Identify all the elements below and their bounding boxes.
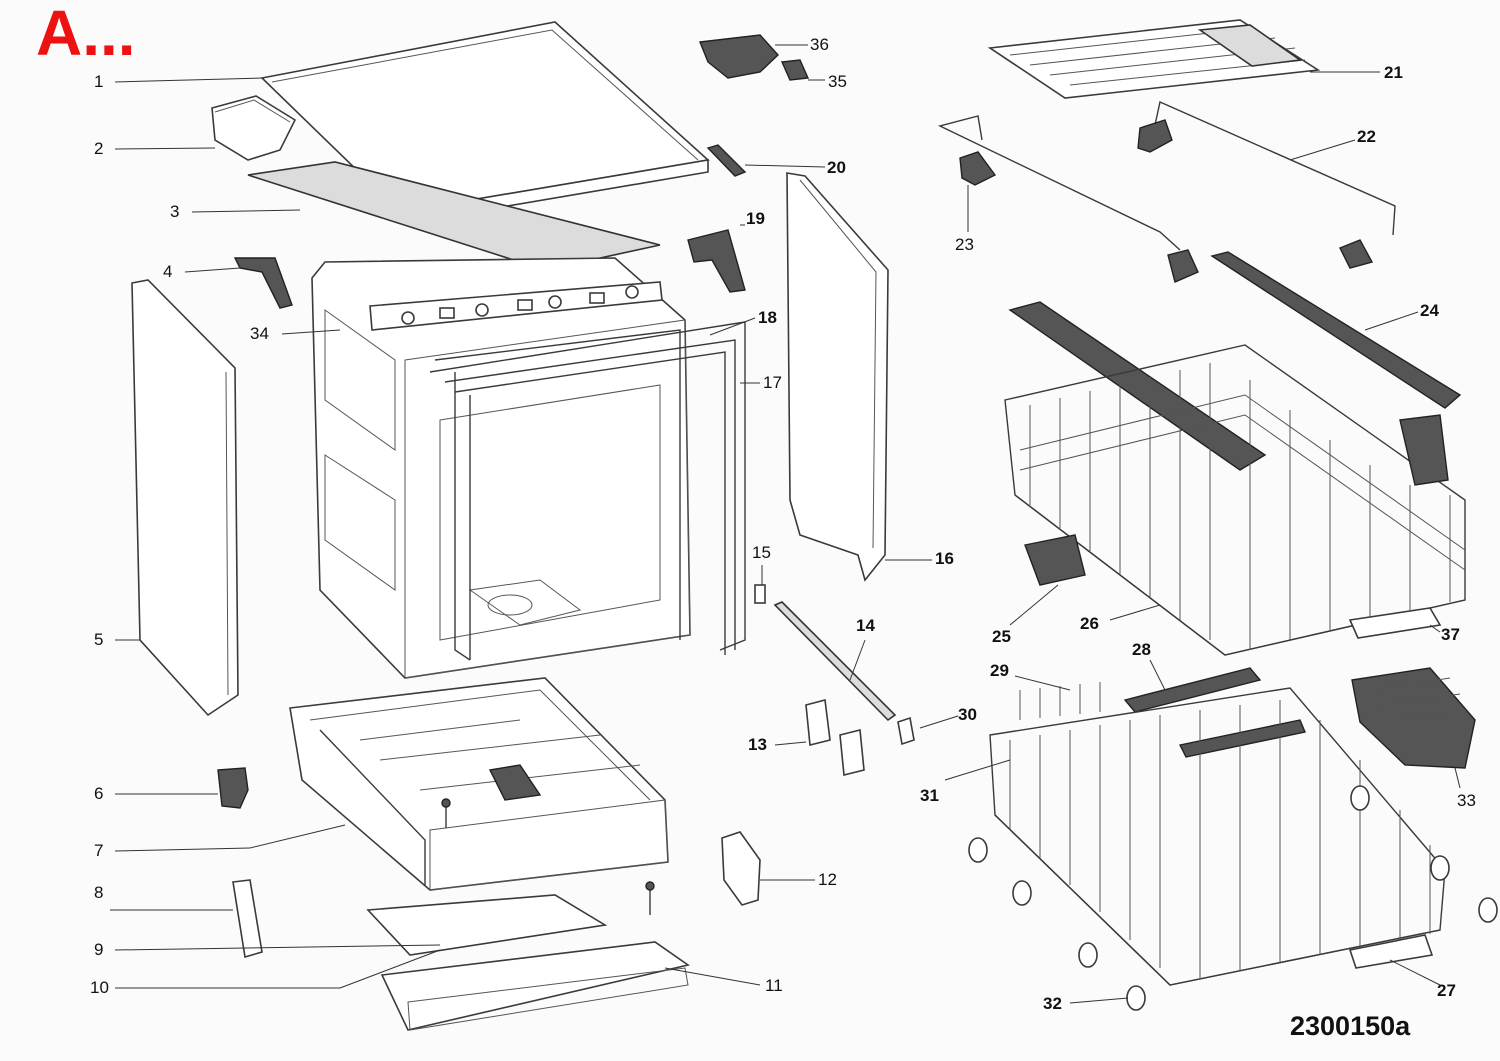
corner-label: A... bbox=[36, 0, 136, 69]
part-rack-rail bbox=[1210, 251, 1462, 409]
callout-15: 15 bbox=[752, 543, 771, 562]
part-wheels bbox=[968, 785, 1498, 1011]
callout-4: 4 bbox=[163, 262, 173, 281]
callout-30: 30 bbox=[958, 705, 977, 724]
callout-26: 26 bbox=[1080, 614, 1099, 633]
callout-18: 18 bbox=[758, 308, 777, 327]
callout-12: 12 bbox=[818, 870, 837, 889]
callout-32: 32 bbox=[1043, 994, 1062, 1013]
callout-17: 17 bbox=[763, 373, 782, 392]
callout-28: 28 bbox=[1132, 640, 1151, 659]
callout-13: 13 bbox=[748, 735, 767, 754]
callout-8: 8 bbox=[94, 883, 104, 902]
callout-29: 29 bbox=[990, 661, 1009, 680]
part-base-frame bbox=[289, 677, 669, 891]
callout-1: 1 bbox=[94, 72, 104, 91]
part-hinge-right bbox=[687, 229, 746, 293]
part-door-panel bbox=[786, 172, 889, 582]
callout-36: 36 bbox=[810, 35, 829, 54]
callout-14: 14 bbox=[856, 616, 875, 635]
callout-27: 27 bbox=[1437, 981, 1456, 1000]
callout-10: 10 bbox=[90, 978, 109, 997]
part-plinth-bracket bbox=[366, 894, 608, 956]
part-lock-clip bbox=[780, 59, 810, 81]
part-lower-basket bbox=[989, 682, 1446, 986]
callout-19: 19 bbox=[746, 209, 765, 228]
part-door-seal bbox=[429, 321, 746, 655]
part-hinge-left bbox=[233, 257, 293, 309]
part-side-panel bbox=[131, 279, 239, 717]
part-seal-strip bbox=[773, 601, 897, 722]
part-cup-shelf bbox=[1123, 667, 1306, 758]
part-door-catch bbox=[706, 144, 747, 177]
part-lower-handle bbox=[1348, 934, 1434, 969]
callout-9: 9 bbox=[94, 940, 104, 959]
callout-11: 11 bbox=[765, 976, 783, 995]
callout-22: 22 bbox=[1357, 127, 1376, 146]
part-basket-clips bbox=[1024, 534, 1086, 586]
leader-lines bbox=[110, 44, 1461, 1004]
part-front-bracket bbox=[211, 95, 297, 161]
callout-31: 31 bbox=[920, 786, 939, 805]
part-upper-basket bbox=[1004, 344, 1466, 656]
callout-7: 7 bbox=[94, 841, 104, 860]
part-clip bbox=[754, 584, 766, 604]
callout-20: 20 bbox=[827, 158, 846, 177]
part-hinge-plates bbox=[805, 698, 865, 777]
part-rail-wire-back bbox=[1154, 101, 1396, 236]
part-rack-rail-left bbox=[1008, 301, 1267, 471]
part-tub-body bbox=[311, 257, 691, 679]
callout-21: 21 bbox=[1384, 63, 1403, 82]
callout-34: 34 bbox=[250, 324, 269, 343]
callout-23: 23 bbox=[955, 235, 974, 254]
callout-6: 6 bbox=[94, 784, 104, 803]
drawing-code: 2300150a bbox=[1290, 1011, 1411, 1041]
part-rail-wire-front bbox=[937, 115, 1181, 251]
callout-25: 25 bbox=[992, 627, 1011, 646]
part-lock-assembly bbox=[699, 34, 779, 79]
callout-2: 2 bbox=[94, 139, 104, 158]
callout-16: 16 bbox=[935, 549, 954, 568]
part-plinth bbox=[380, 941, 690, 1031]
part-cutlery-basket bbox=[1351, 667, 1476, 769]
part-valve bbox=[217, 767, 249, 809]
callout-24: 24 bbox=[1420, 301, 1439, 320]
part-cutlery-tray bbox=[987, 19, 1321, 99]
callout-35: 35 bbox=[828, 72, 847, 91]
part-cover-plate bbox=[232, 879, 263, 959]
part-side-bracket bbox=[721, 831, 761, 906]
callout-33: 33 bbox=[1457, 791, 1476, 810]
part-end-cap bbox=[897, 716, 915, 746]
part-upper-handle bbox=[1348, 607, 1442, 639]
callout-37: 37 bbox=[1441, 625, 1460, 644]
part-insulation-sheet bbox=[247, 161, 661, 271]
callout-5: 5 bbox=[94, 630, 104, 649]
callout-3: 3 bbox=[170, 202, 180, 221]
part-rail-clips bbox=[959, 119, 1374, 283]
